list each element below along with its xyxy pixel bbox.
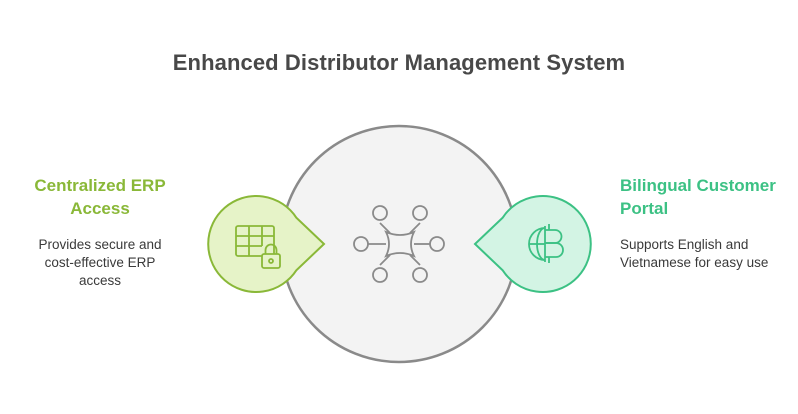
network-hub-icon: [353, 205, 445, 283]
left-teardrop-shape: [207, 195, 326, 293]
right-heading: Bilingual Customer Portal: [620, 176, 776, 218]
diagram-title: Enhanced Distributor Management System: [172, 50, 626, 75]
left-description: Provides secure and cost-effective ERP a…: [38, 237, 162, 288]
left-heading: Centralized ERP Access: [34, 176, 166, 218]
globe-currency-icon: [528, 224, 564, 263]
right-description: Supports English and Vietnamese for easy…: [620, 237, 769, 270]
erp-table-lock-icon: [235, 225, 281, 269]
